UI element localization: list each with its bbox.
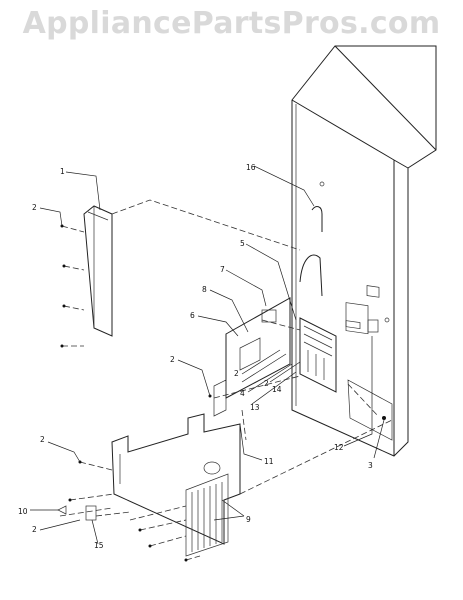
callout-2: 2 [40,435,45,444]
callout-labels: 1 2 2 2 2 2 2 3 4 5 6 7 8 9 10 11 12 13 … [18,163,373,550]
watermark-text: AppliancePartsPros.com [22,6,441,41]
screws [60,224,386,562]
rear-cover-panel [57,413,241,557]
callout-2: 2 [234,369,239,378]
callout-5: 5 [240,239,245,248]
callout-13: 13 [250,403,260,412]
callout-2: 2 [264,379,269,388]
guide-lines [59,199,393,561]
callout-15: 15 [94,541,104,550]
callout-14: 14 [272,385,282,394]
callout-3: 3 [368,461,373,470]
callout-6: 6 [190,311,195,320]
callout-7: 7 [220,265,225,274]
callout-16: 16 [246,163,256,172]
control-bracket [213,297,291,417]
refrigerator-cabinet [291,45,437,457]
callout-12: 12 [334,443,344,452]
callout-10: 10 [18,507,28,516]
callout-2: 2 [32,203,37,212]
callout-4: 4 [240,389,245,398]
callout-2: 2 [170,355,175,364]
callout-11: 11 [264,457,274,466]
leader-lines [30,165,385,545]
part-1-rail [83,205,113,337]
callout-9: 9 [246,515,251,524]
callout-2: 2 [32,525,37,534]
callout-1: 1 [60,167,65,176]
callout-8: 8 [202,285,207,294]
